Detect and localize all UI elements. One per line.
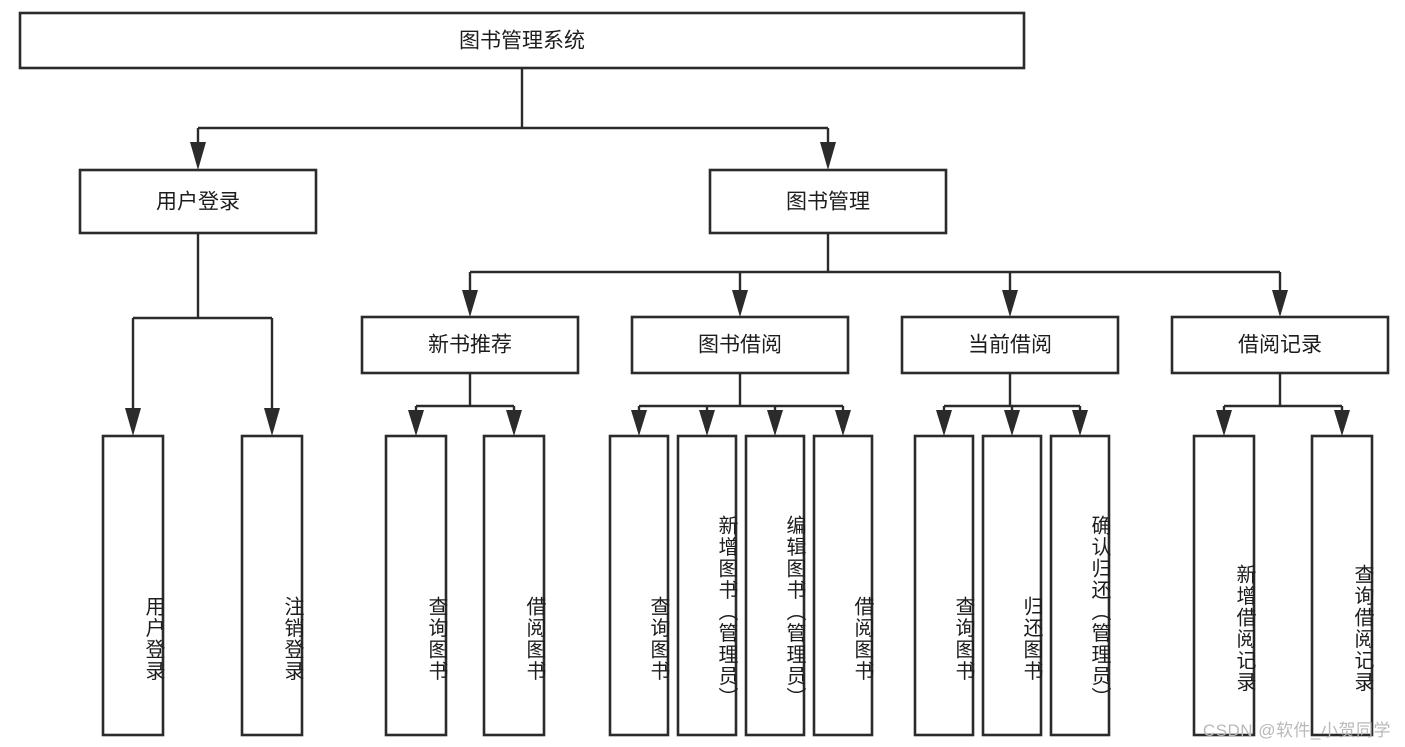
node-borrow-record[interactable]	[1170, 315, 1390, 375]
leaf-add-book[interactable]	[676, 434, 738, 737]
leaf-borrow-book-2[interactable]	[812, 434, 874, 737]
leaf-confirm-return[interactable]	[1049, 434, 1111, 737]
arrow-to-query-book-3	[936, 410, 952, 436]
node-user-login[interactable]	[78, 168, 318, 235]
leaf-edit-book[interactable]	[744, 434, 806, 737]
arrow-to-leaf-user-logout	[264, 408, 280, 436]
node-user-login-label: 用户登录	[156, 191, 240, 214]
leaf-query-book-2[interactable]	[608, 434, 670, 737]
node-book-mgmt[interactable]	[708, 168, 948, 235]
node-layer: 图书管理系统 用户登录 图书管理 新书推荐 图书借阅 当前借阅 借阅记录	[18, 11, 1390, 375]
arrow-to-leaf-user-login	[125, 408, 141, 436]
arrow-to-new-book-rec	[462, 290, 478, 317]
node-borrow-record-label: 借阅记录	[1238, 334, 1322, 357]
leaf-add-record[interactable]	[1192, 434, 1256, 737]
arrow-to-query-book-1	[408, 410, 424, 436]
arrow-to-edit-book	[767, 410, 783, 436]
leaf-user-login[interactable]	[101, 434, 165, 737]
arrow-to-add-record	[1216, 410, 1232, 436]
node-book-borrow-label: 图书借阅	[698, 334, 782, 357]
node-root-label: 图书管理系统	[459, 30, 585, 53]
node-new-book-rec-label: 新书推荐	[428, 334, 512, 357]
leaf-borrow-book-1[interactable]	[482, 434, 546, 737]
arrow-to-current-borrow	[1002, 290, 1018, 317]
leaf-query-record[interactable]	[1310, 434, 1374, 737]
leaf-node-layer	[101, 434, 1374, 737]
node-current-borrow[interactable]	[900, 315, 1120, 375]
arrow-to-borrow-book-2	[835, 410, 851, 436]
leaf-return-book[interactable]	[981, 434, 1043, 737]
arrow-to-query-record	[1334, 410, 1350, 436]
arrow-to-borrow-book-1	[506, 410, 522, 436]
node-new-book-rec[interactable]	[360, 315, 580, 375]
leaf-query-book-1[interactable]	[384, 434, 448, 737]
arrow-to-book-mgmt	[820, 142, 836, 170]
node-root[interactable]	[18, 11, 1026, 70]
edge-layer	[125, 68, 1350, 436]
leaf-query-book-3[interactable]	[913, 434, 975, 737]
arrow-to-add-book	[699, 410, 715, 436]
leaf-user-logout[interactable]	[240, 434, 304, 737]
node-book-mgmt-label: 图书管理	[786, 191, 870, 214]
watermark: CSDN @软件_小贺同学	[1202, 721, 1391, 740]
arrow-to-return-book	[1004, 410, 1020, 436]
node-current-borrow-label: 当前借阅	[968, 334, 1052, 357]
arrow-to-confirm-return	[1072, 410, 1088, 436]
arrow-to-query-book-2	[631, 410, 647, 436]
arrow-to-borrow-record	[1272, 290, 1288, 317]
node-book-borrow[interactable]	[630, 315, 850, 375]
arrow-to-book-borrow	[732, 290, 748, 317]
arrow-to-user-login	[190, 142, 206, 170]
